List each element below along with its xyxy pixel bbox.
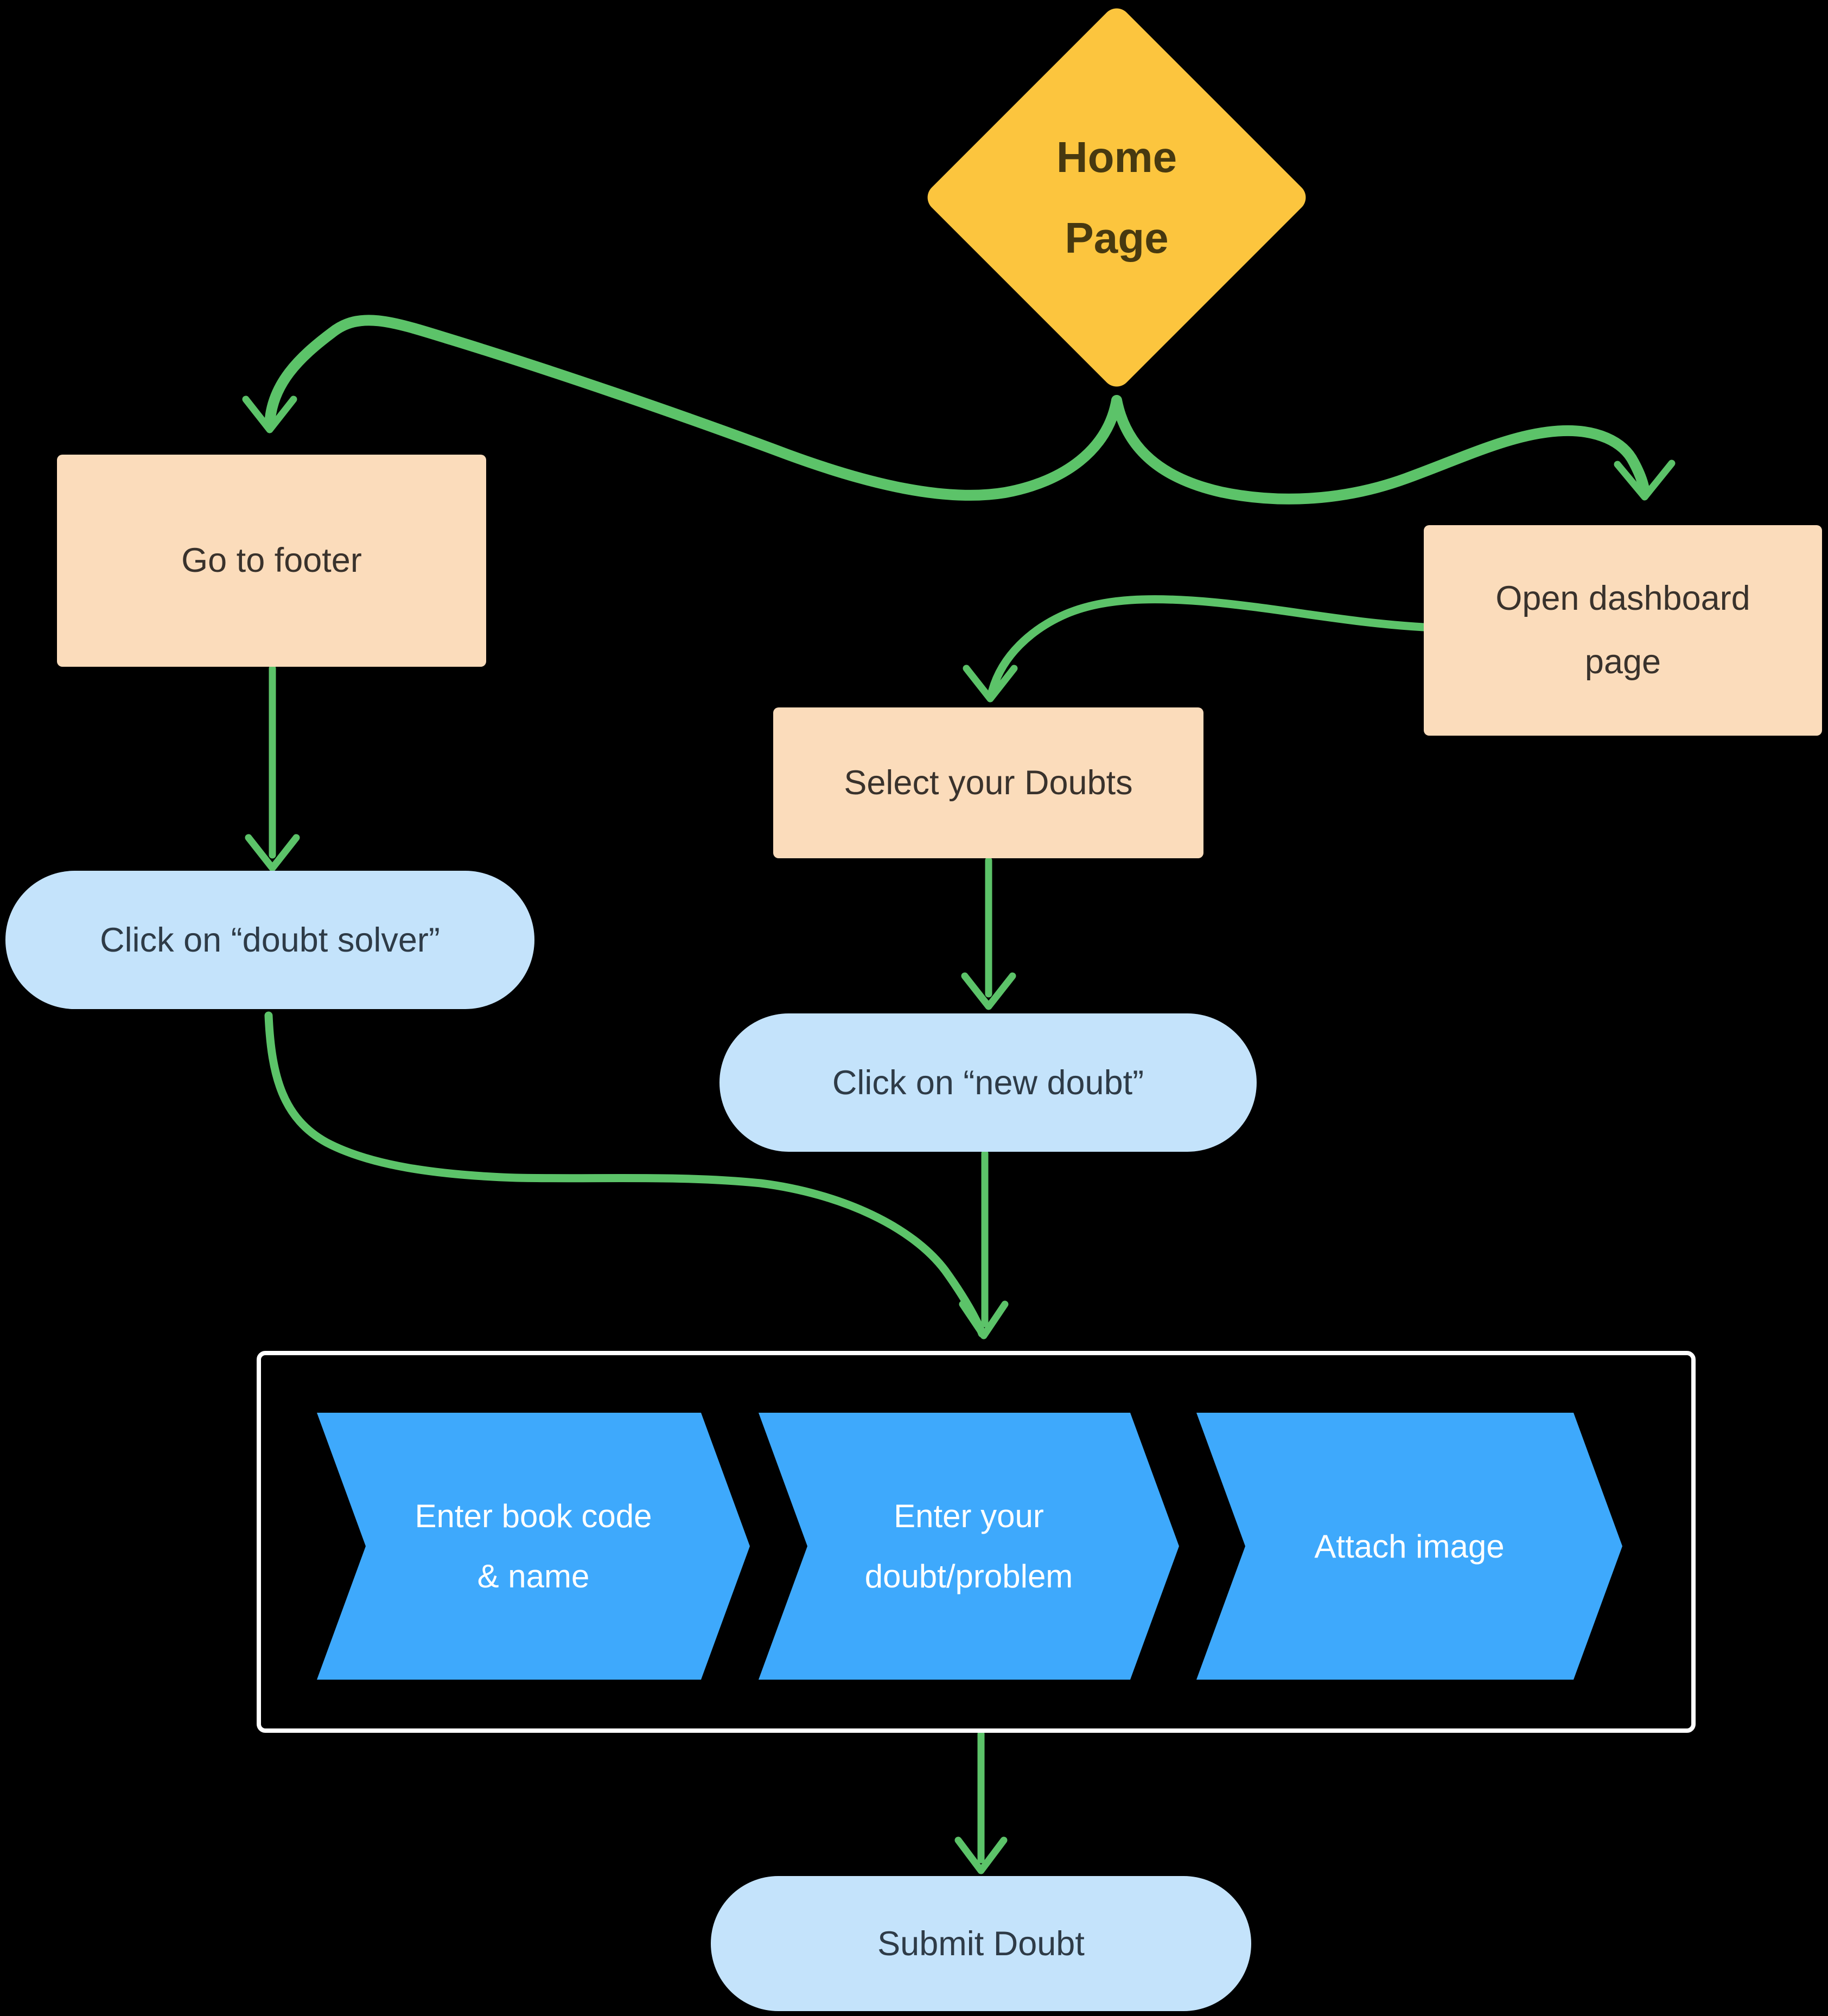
go-to-footer-label: Go to footer xyxy=(181,541,362,580)
step-enter-book-code: Enter book code & name xyxy=(317,1413,750,1680)
select-doubts-label: Select your Doubts xyxy=(844,763,1133,802)
step-enter-doubt: Enter your doubt/problem xyxy=(759,1413,1179,1680)
arrow-dashboard-to-select xyxy=(987,595,1428,699)
click-new-doubt-label: Click on “new doubt” xyxy=(832,1063,1144,1102)
node-go-to-footer: Go to footer xyxy=(57,455,486,667)
home-page-label: Home Page xyxy=(979,60,1254,335)
step-enter-doubt-line2: doubt/problem xyxy=(864,1558,1073,1594)
home-page-label-line2: Page xyxy=(1065,214,1169,262)
node-click-doubt-solver: Click on “doubt solver” xyxy=(5,871,534,1009)
arrow-doubt-solver-to-steps xyxy=(264,1011,986,1338)
open-dashboard-label: Open dashboard page xyxy=(1495,579,1750,681)
arrowhead-to-steps-icon xyxy=(959,1300,1009,1339)
node-home-page: Home Page xyxy=(921,2,1312,393)
step-enter-book-code-line1: Enter book code xyxy=(415,1498,652,1534)
home-page-label-line1: Home xyxy=(1056,133,1177,181)
click-doubt-solver-label: Click on “doubt solver” xyxy=(100,921,440,959)
arrowhead-to-submit-icon xyxy=(954,1836,1008,1874)
node-select-your-doubts: Select your Doubts xyxy=(773,707,1203,858)
submit-doubt-label: Submit Doubt xyxy=(877,1924,1085,1963)
arrow-home-to-footer xyxy=(264,315,1122,501)
node-open-dashboard-page: Open dashboard page xyxy=(1424,525,1822,736)
arrowhead-to-select-icon xyxy=(963,665,1018,703)
step-enter-book-code-line2: & name xyxy=(477,1558,590,1594)
step-attach-image: Attach image xyxy=(1196,1413,1622,1680)
arrow-home-to-dashboard xyxy=(1111,395,1650,505)
step-enter-doubt-line1: Enter your xyxy=(894,1498,1044,1534)
node-submit-doubt: Submit Doubt xyxy=(711,1876,1251,2011)
arrowhead-to-new-doubt-icon xyxy=(961,972,1016,1010)
step-attach-image-line1: Attach image xyxy=(1314,1528,1505,1565)
arrowhead-to-footer-icon xyxy=(242,395,297,433)
arrowhead-to-doubt-solver-icon xyxy=(245,834,300,872)
steps-group: Enter book code & name Enter your doubt/… xyxy=(257,1351,1696,1733)
node-click-new-doubt: Click on “new doubt” xyxy=(719,1013,1257,1152)
arrowhead-to-dashboard-icon xyxy=(1614,460,1676,501)
